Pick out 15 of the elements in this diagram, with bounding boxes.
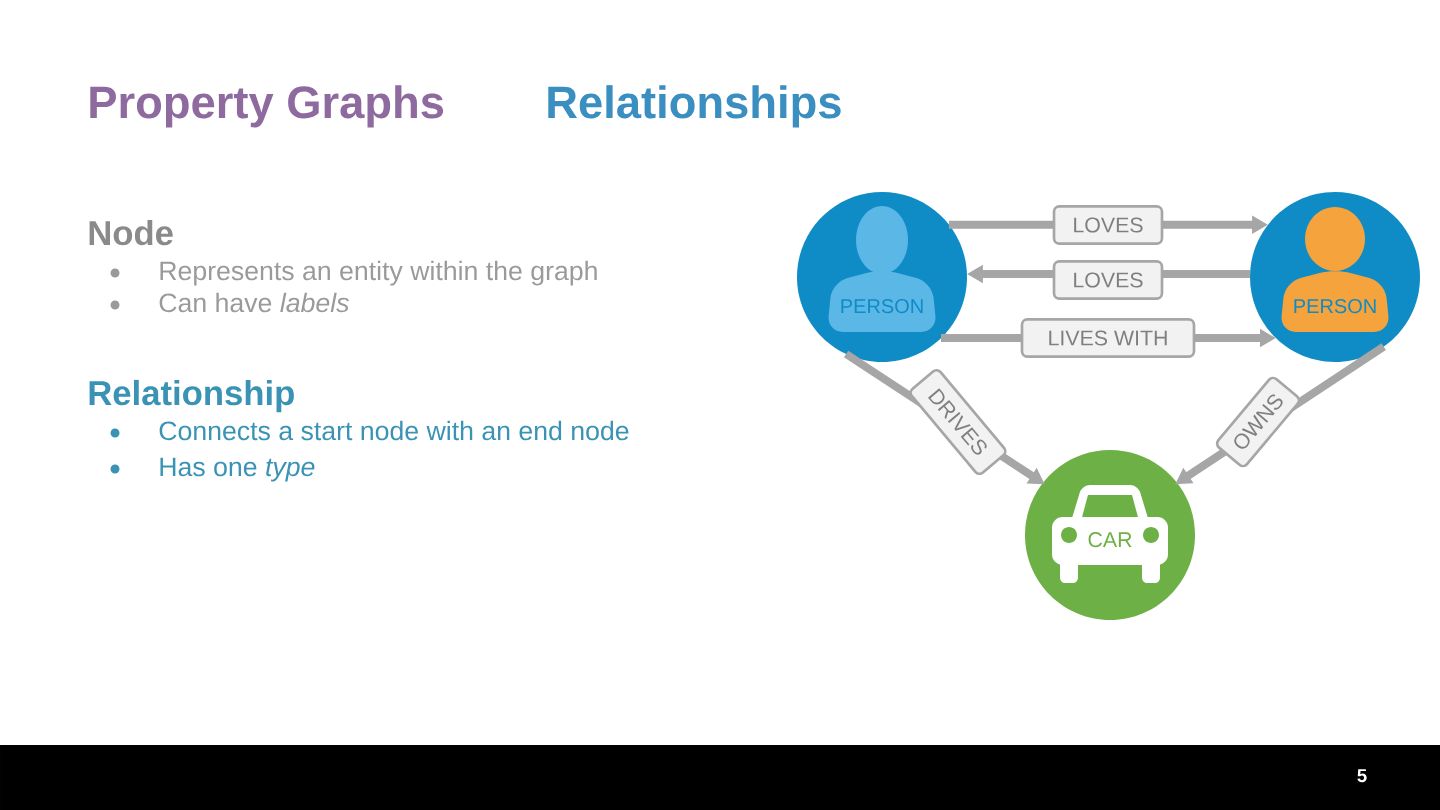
bullet-text: Has one type — [160, 457, 315, 482]
bullet-text: Connects a start node with an end node — [159, 420, 629, 441]
edge-label: LOVES — [1052, 205, 1164, 245]
car-node: CAR — [1025, 450, 1195, 620]
person-node: PERSON — [797, 192, 967, 362]
bullet-text: Represents an entity within the graph — [160, 260, 597, 286]
person-node: PERSON — [1250, 192, 1420, 362]
edge-label: LIVES WITH — [1020, 318, 1196, 358]
page-number: 5 — [1357, 769, 1367, 783]
title: Relationships — [548, 85, 841, 128]
heading: Node — [89, 219, 173, 246]
bullet-text: Can have labels — [159, 292, 349, 313]
title: Property Graphs — [90, 85, 444, 128]
edge-label: LOVES — [1052, 260, 1164, 300]
heading: Relationship — [89, 379, 294, 413]
